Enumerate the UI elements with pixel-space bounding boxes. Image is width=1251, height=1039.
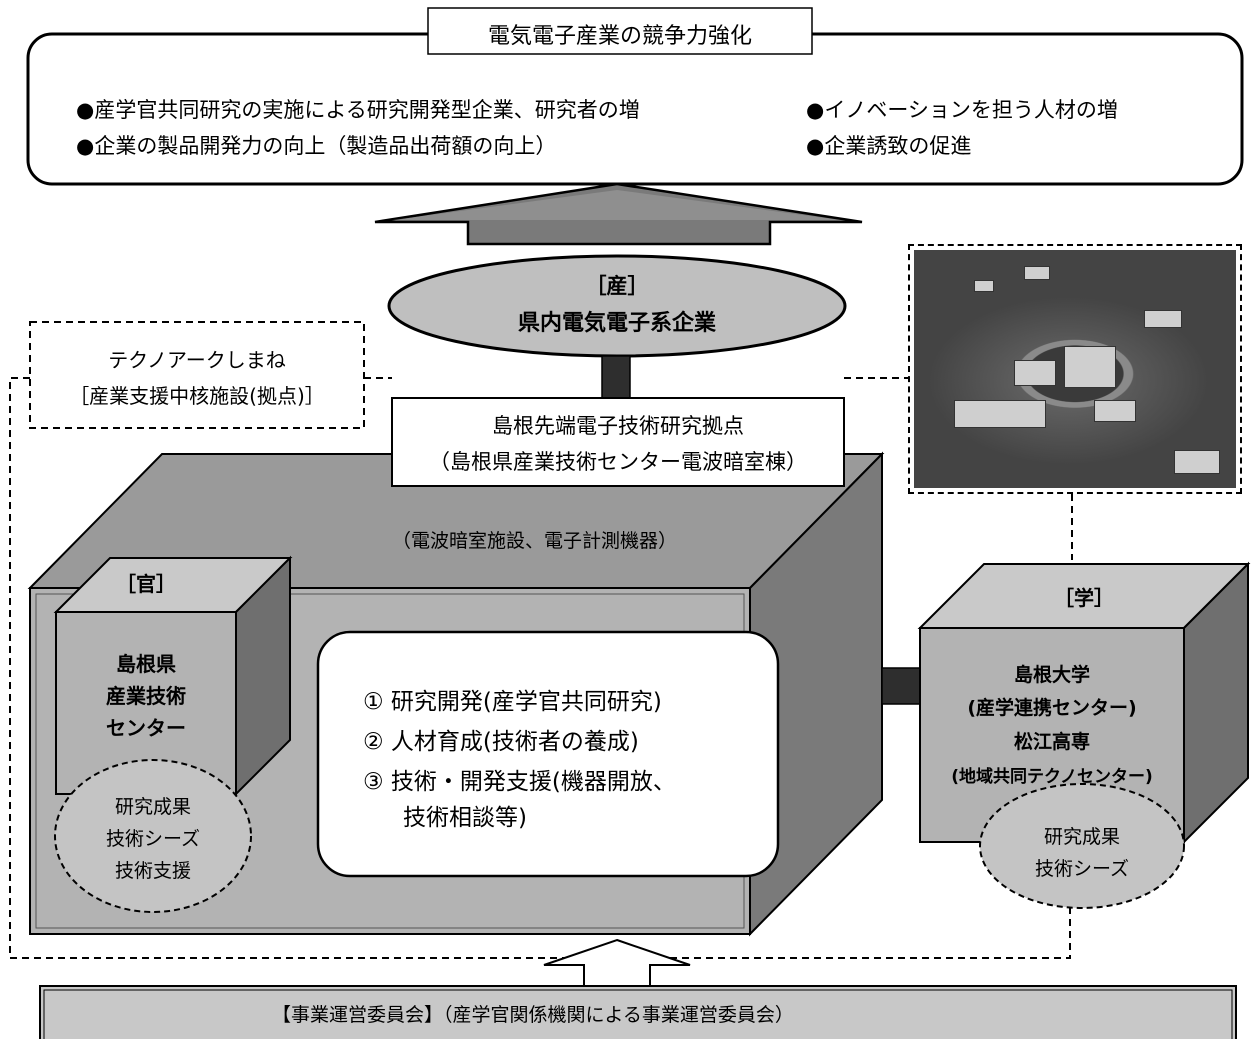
- technoarc-label-box: [29, 321, 365, 429]
- hub-box: [391, 397, 845, 487]
- industry-connector: [601, 355, 631, 399]
- goal-item-2: ●イノベーションを担う人材の増: [806, 98, 1118, 122]
- aerial-photo: [908, 244, 1242, 494]
- academia-output-1: 研究成果: [1043, 826, 1120, 848]
- industry-name: 県内電気電子系企業: [517, 311, 716, 336]
- academia-output-ellipse: [979, 783, 1185, 909]
- hub-name: 島根先端電子技術研究拠点: [492, 414, 744, 438]
- facility-note: （電波暗室施設、電子計測機器）: [392, 530, 678, 552]
- academia-connector: [881, 667, 923, 705]
- function-item-1: ① 研究開発(産学官共同研究): [363, 689, 662, 715]
- government-output-ellipse: [54, 759, 252, 913]
- committee-bar: [39, 985, 1237, 1039]
- government-name-3: センター: [106, 716, 186, 740]
- government-name-1: 島根県: [116, 652, 176, 676]
- goal-item-3: ●企業の製品開発力の向上（製造品出荷額の向上）: [76, 134, 557, 158]
- function-box: [316, 630, 780, 878]
- government-output-3: 技術支援: [114, 860, 191, 882]
- academia-name-2: (産学連携センター): [967, 697, 1137, 719]
- hub-subtitle: （島根県産業技術センター電波暗室棟）: [429, 450, 807, 474]
- government-tag: ［官］: [116, 572, 176, 596]
- academia-name-3: 松江高専: [1013, 731, 1090, 753]
- function-item-3-cont: 技術相談等): [403, 805, 527, 831]
- government-name-2: 産業技術: [106, 684, 186, 708]
- academia-output-2: 技術シーズ: [1034, 858, 1130, 880]
- committee-label: 【事業運営委員会】（産学官関係機関による事業運営委員会）: [272, 1004, 794, 1026]
- technoarc-name: テクノアークしまね: [108, 348, 286, 372]
- goal-title-box: [427, 7, 813, 55]
- government-output-1: 研究成果: [114, 796, 191, 818]
- academia-name-1: 島根大学: [1013, 664, 1090, 686]
- academia-tag: ［学］: [1054, 586, 1114, 610]
- goal-item-1: ●産学官共同研究の実施による研究開発型企業、研究者の増: [76, 98, 640, 122]
- function-item-2: ② 人材育成(技術者の養成): [363, 729, 639, 755]
- academia-name-4: (地域共同テクノセンター): [951, 767, 1153, 787]
- industry-tag: ［産］: [585, 274, 649, 298]
- government-output-2: 技術シーズ: [105, 828, 201, 850]
- function-item-3: ③ 技術・開発支援(機器開放、: [363, 769, 676, 795]
- technoarc-role: ［産業支援中核施設(拠点)］: [69, 384, 325, 408]
- goal-title: 電気電子産業の競争力強化: [487, 24, 752, 49]
- goal-item-4: ●企業誘致の促進: [806, 134, 972, 158]
- committee-arrow: [543, 938, 691, 987]
- technoarc-boundary: [9, 377, 1071, 959]
